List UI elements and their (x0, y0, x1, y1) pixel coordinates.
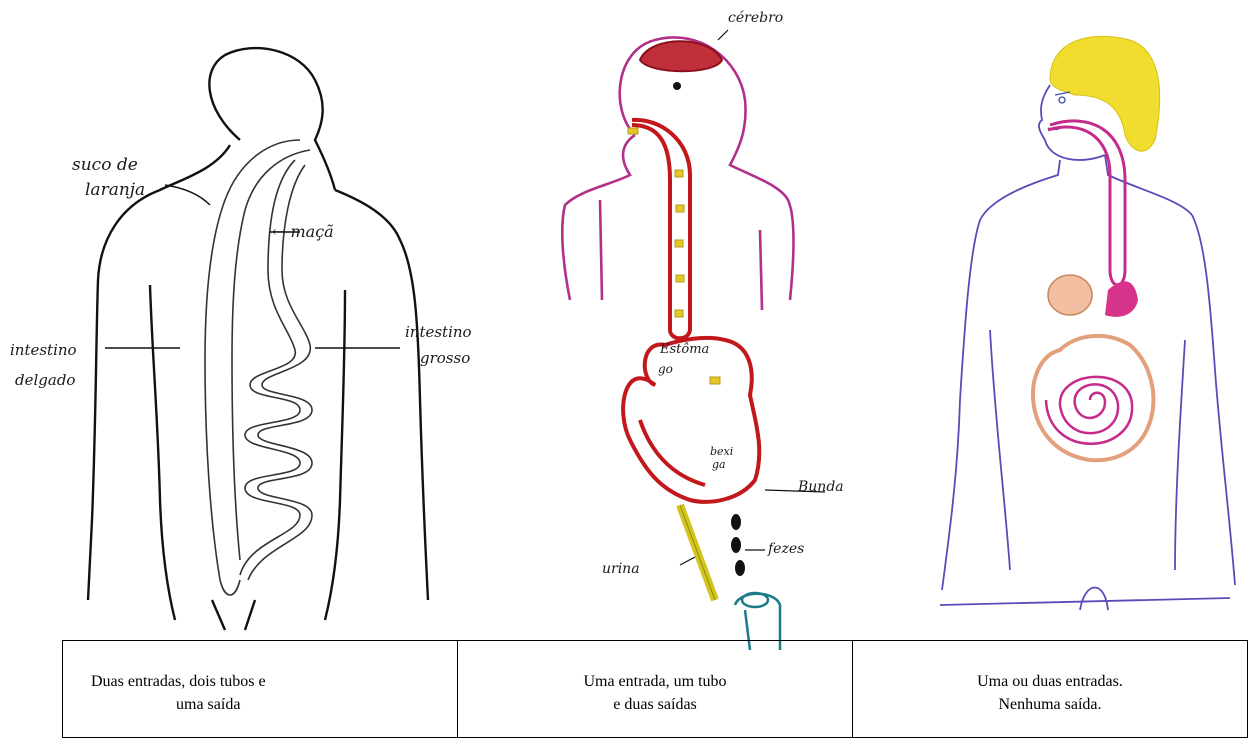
label-bladder-1: bexi (710, 445, 733, 458)
label-urine: urina (602, 561, 640, 577)
drawing-no-exit (930, 0, 1248, 630)
label-large-intestine-2: grosso (420, 349, 470, 367)
caption-3-line-1: Uma ou duas entradas. (853, 670, 1247, 693)
label-juice-1: suco de (72, 155, 138, 175)
drawing-one-tube: cérebro Estôma go bexi ga Bunda fezes ur… (540, 0, 880, 650)
label-stomach-1: Estôma (659, 342, 709, 357)
caption-3-line-2: Nenhuma saída. (853, 693, 1247, 716)
label-arrows (105, 185, 400, 348)
label-apple: ← maçã (272, 222, 334, 241)
tube-outer (205, 140, 312, 595)
captions-row: Duas entradas, dois tubos e uma saída Um… (63, 641, 1248, 738)
label-small-intestine-1: intestino (10, 341, 77, 359)
drawing-two-tubes: suco de laranja ← maçã intestino delgado… (0, 0, 490, 640)
label-large-intestine-1: intestino (405, 323, 472, 341)
hair (1050, 36, 1160, 151)
caption-2: Uma entrada, um tubo e duas saídas (458, 641, 852, 716)
body-outline (940, 85, 1235, 610)
caption-1-line-1: Duas entradas, dois tubos e (91, 670, 457, 693)
caption-cell-2: Uma entrada, um tubo e duas saídas (458, 641, 853, 738)
caption-2-line-1: Uma entrada, um tubo (458, 670, 852, 693)
digestive-tube (623, 120, 759, 502)
caption-1: Duas entradas, dois tubos e uma saída (63, 641, 457, 716)
label-stomach-2: go (658, 362, 673, 376)
label-feces: fezes (767, 541, 804, 557)
label-juice-2: laranja (85, 180, 145, 200)
exits (680, 505, 780, 650)
caption-cell-1: Duas entradas, dois tubos e uma saída (63, 641, 458, 738)
caption-2-line-2: e duas saídas (458, 693, 852, 716)
caption-1-line-2: uma saída (91, 693, 457, 716)
label-brain: cérebro (728, 10, 783, 26)
label-bladder-2: ga (712, 458, 726, 471)
body-outline (88, 48, 428, 630)
caption-3: Uma ou duas entradas. Nenhuma saída. (853, 641, 1247, 716)
brain (640, 41, 722, 90)
captions-table: Duas entradas, dois tubos e uma saída Um… (62, 640, 1248, 738)
label-butt: Bunda (797, 479, 844, 495)
label-small-intestine-2: delgado (15, 371, 75, 389)
caption-cell-3: Uma ou duas entradas. Nenhuma saída. (853, 641, 1248, 738)
digestive-tube (1033, 121, 1153, 460)
